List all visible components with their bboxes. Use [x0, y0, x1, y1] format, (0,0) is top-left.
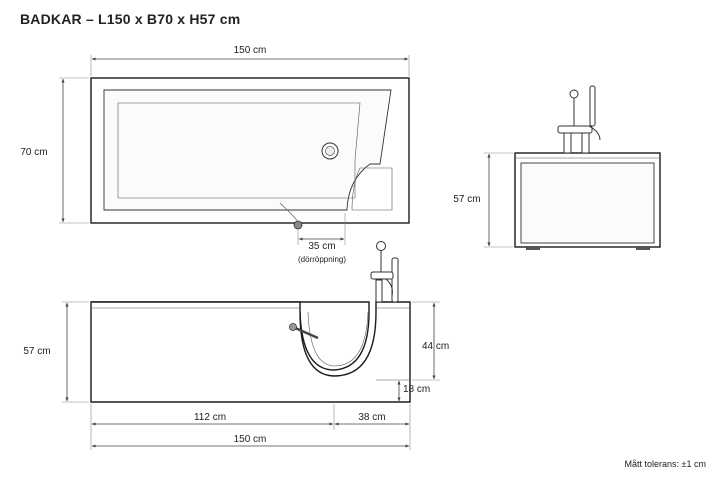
- dim-door-opening: 35 cm: [308, 241, 335, 252]
- diagram-title: BADKAR – L150 x B70 x H57 cm: [20, 11, 241, 27]
- dim-bottom-total: 150 cm: [234, 434, 267, 445]
- dim-end-height: 57 cm: [453, 194, 480, 205]
- end-view-panel: [520, 162, 655, 244]
- dim-top-length: 150 cm: [234, 45, 267, 56]
- dim-seat-height: 44 cm: [422, 341, 449, 352]
- dim-side-height: 57 cm: [23, 346, 50, 357]
- side-view: [90, 241, 411, 403]
- top-view-basin-floor: [117, 102, 361, 199]
- dim-top-width: 70 cm: [20, 147, 47, 158]
- top-view-basin: [103, 89, 392, 211]
- dim-bottom-left: 112 cm: [194, 412, 226, 423]
- tolerance-note: Mått tolerans: ±1 cm: [624, 459, 706, 469]
- side-door-handle: [292, 325, 319, 340]
- end-view: [514, 85, 661, 250]
- dim-door-sill: 18 cm: [403, 384, 430, 395]
- top-view: [90, 77, 410, 230]
- top-view-door-seat: [351, 167, 393, 211]
- side-view-outline: [90, 301, 411, 403]
- dim-door-opening-caption: (dörröppning): [298, 255, 346, 264]
- dim-bottom-right: 38 cm: [358, 412, 385, 423]
- end-view-faucet-icon: [557, 85, 601, 154]
- side-view-faucet-icon: [370, 241, 399, 303]
